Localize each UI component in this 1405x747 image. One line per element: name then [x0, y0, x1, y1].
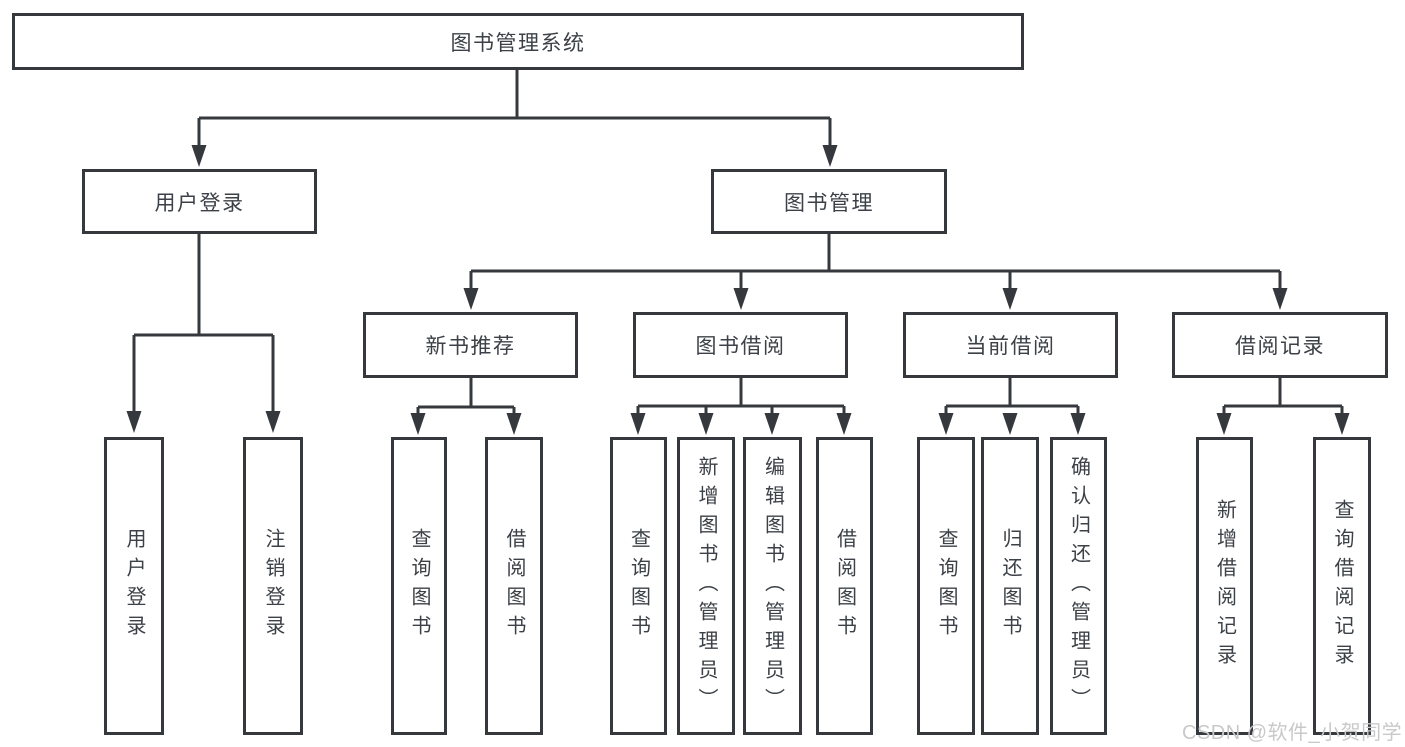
leaf-bb-edit-books-admin: 编辑图书（管理员）: [743, 437, 802, 735]
leaf-bb-edit-books-admin-label: 编辑图书（管理员）: [761, 455, 784, 717]
leaf-br-query-record: 查询借阅记录: [1313, 437, 1371, 735]
leaf-cb-confirm-return-admin: 确认归还（管理员）: [1050, 437, 1107, 735]
node-borrow-record: 借阅记录: [1172, 312, 1388, 378]
leaf-user-login: 用户登录: [104, 437, 164, 735]
node-new-book-recommend-label: 新书推荐: [425, 335, 516, 358]
leaf-logout: 注销登录: [243, 437, 303, 735]
leaf-bb-borrow-books: 借阅图书: [816, 437, 873, 735]
leaf-cb-return-books: 归还图书: [981, 437, 1039, 735]
csdn-watermark: CSDN @软件_小贺同学: [1182, 722, 1403, 744]
leaf-cb-query-books-label: 查询图书: [935, 528, 957, 644]
leaf-bb-query-books: 查询图书: [610, 437, 667, 735]
leaf-cb-return-books-label: 归还图书: [999, 528, 1021, 644]
leaf-bb-add-books-admin-label: 新增图书（管理员）: [695, 455, 717, 717]
node-user-login-label: 用户登录: [154, 191, 245, 215]
leaf-br-query-record-label: 查询借阅记录: [1331, 499, 1353, 673]
leaf-br-add-record: 新增借阅记录: [1196, 437, 1253, 735]
node-book-management-label: 图书管理: [784, 191, 874, 215]
leaf-user-login-label: 用户登录: [123, 528, 145, 644]
leaf-cb-query-books: 查询图书: [917, 437, 975, 735]
node-current-borrow: 当前借阅: [903, 312, 1118, 378]
node-new-book-recommend: 新书推荐: [363, 312, 578, 378]
leaf-nbr-query-books: 查询图书: [391, 437, 447, 735]
leaf-bb-borrow-books-label: 借阅图书: [833, 528, 856, 644]
leaf-nbr-query-books-label: 查询图书: [408, 528, 430, 644]
node-root: 图书管理系统: [12, 13, 1024, 70]
node-root-label: 图书管理系统: [450, 31, 586, 55]
leaf-bb-add-books-admin: 新增图书（管理员）: [677, 437, 735, 735]
leaf-cb-confirm-return-admin-label: 确认归还（管理员）: [1067, 455, 1090, 717]
node-book-management: 图书管理: [711, 169, 947, 234]
leaf-logout-label: 注销登录: [262, 528, 284, 644]
leaf-nbr-borrow-books: 借阅图书: [485, 437, 543, 735]
node-borrow-record-label: 借阅记录: [1235, 335, 1325, 358]
leaf-nbr-borrow-books-label: 借阅图书: [503, 528, 525, 644]
leaf-br-add-record-label: 新增借阅记录: [1213, 499, 1236, 673]
node-current-borrow-label: 当前借阅: [965, 335, 1056, 358]
node-book-borrow-label: 图书借阅: [695, 335, 786, 358]
node-book-borrow: 图书借阅: [633, 312, 848, 378]
leaf-bb-query-books-label: 查询图书: [627, 528, 650, 644]
node-user-login: 用户登录: [82, 169, 317, 234]
